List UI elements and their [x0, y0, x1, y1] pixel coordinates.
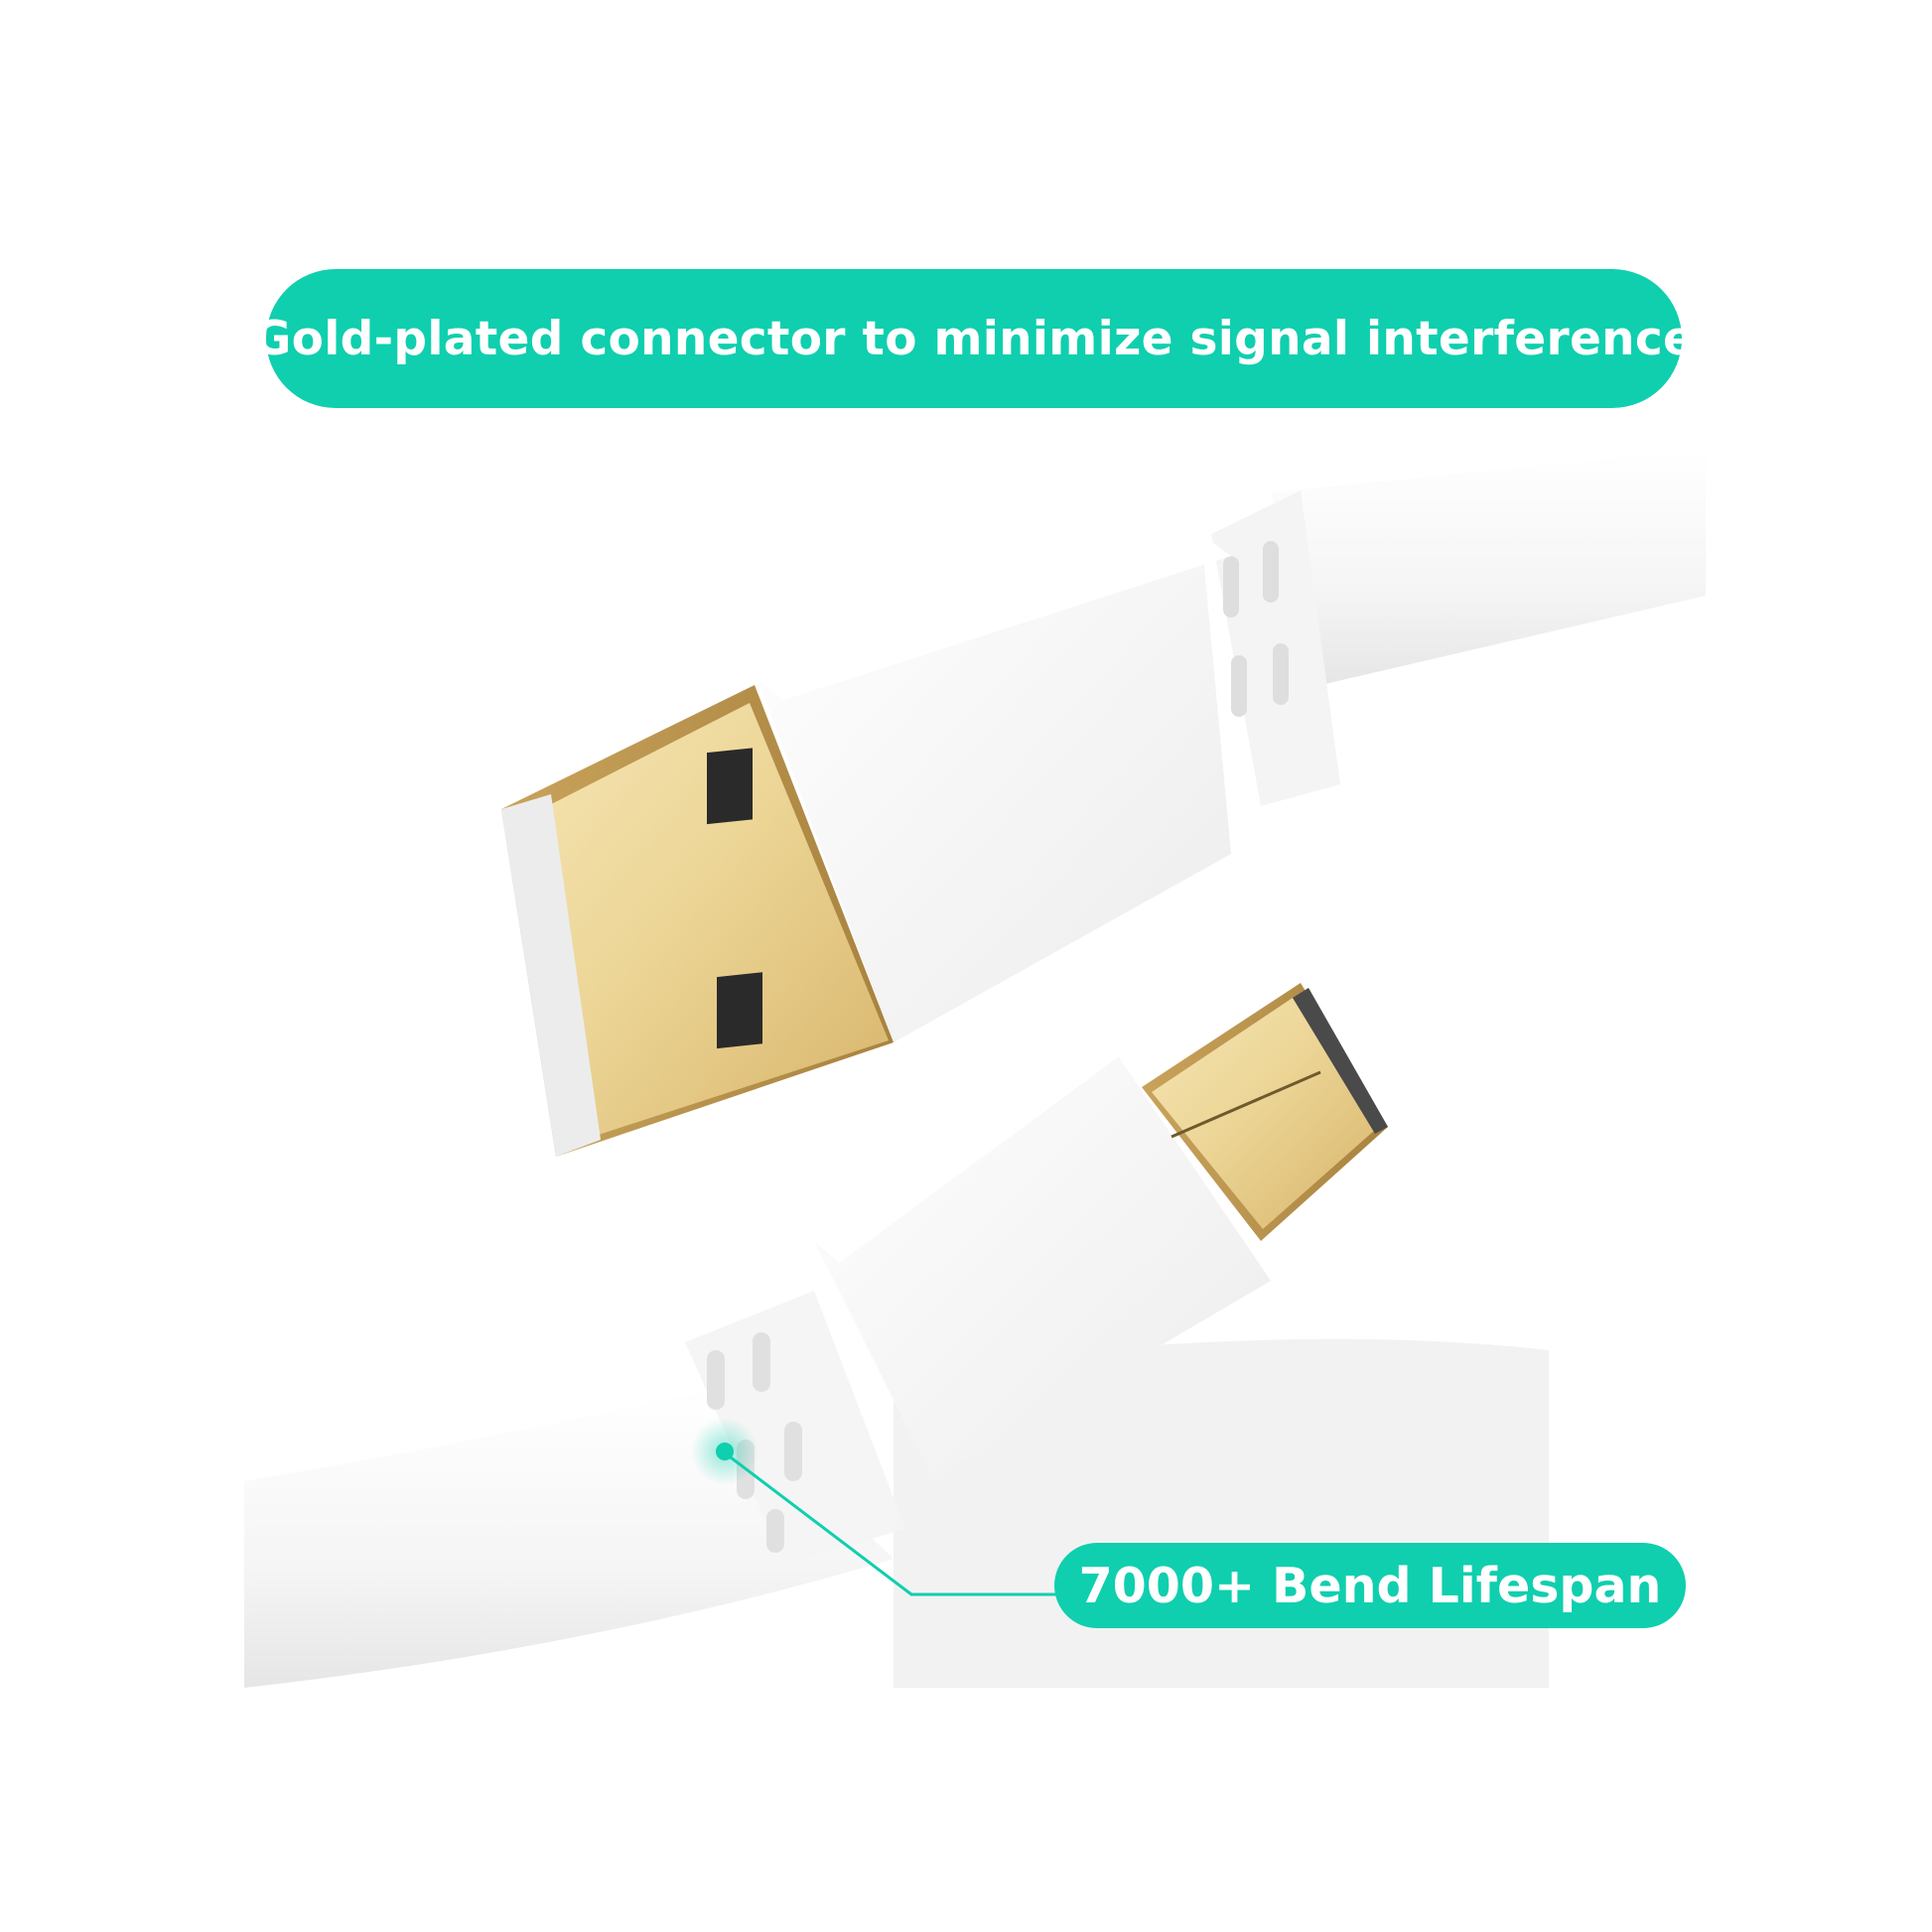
micro-usb-strain-relief [685, 1291, 905, 1564]
usb-a-gold-plug [501, 685, 894, 1157]
usb-a-strain-relief [1211, 490, 1340, 806]
callout-text-bend-lifespan: 7000+ Bend Lifespan [1078, 1557, 1662, 1614]
callout-dot [716, 1443, 734, 1460]
callout-pill-bend-lifespan: 7000+ Bend Lifespan [1054, 1543, 1686, 1628]
usb-a-contact-hole-lower [717, 972, 762, 1049]
usb-a-contact-hole-upper [707, 748, 753, 825]
callout-leader-line [730, 1455, 1058, 1596]
flat-cable-upper [1271, 449, 1706, 685]
micro-usb-housing [814, 1033, 1271, 1479]
callout-text-gold-connector: Gold-plated connector to minimize signal… [252, 311, 1696, 366]
callout-pill-gold-connector: Gold-plated connector to minimize signal… [253, 269, 1695, 408]
micro-usb-gold-plug [1142, 983, 1388, 1241]
